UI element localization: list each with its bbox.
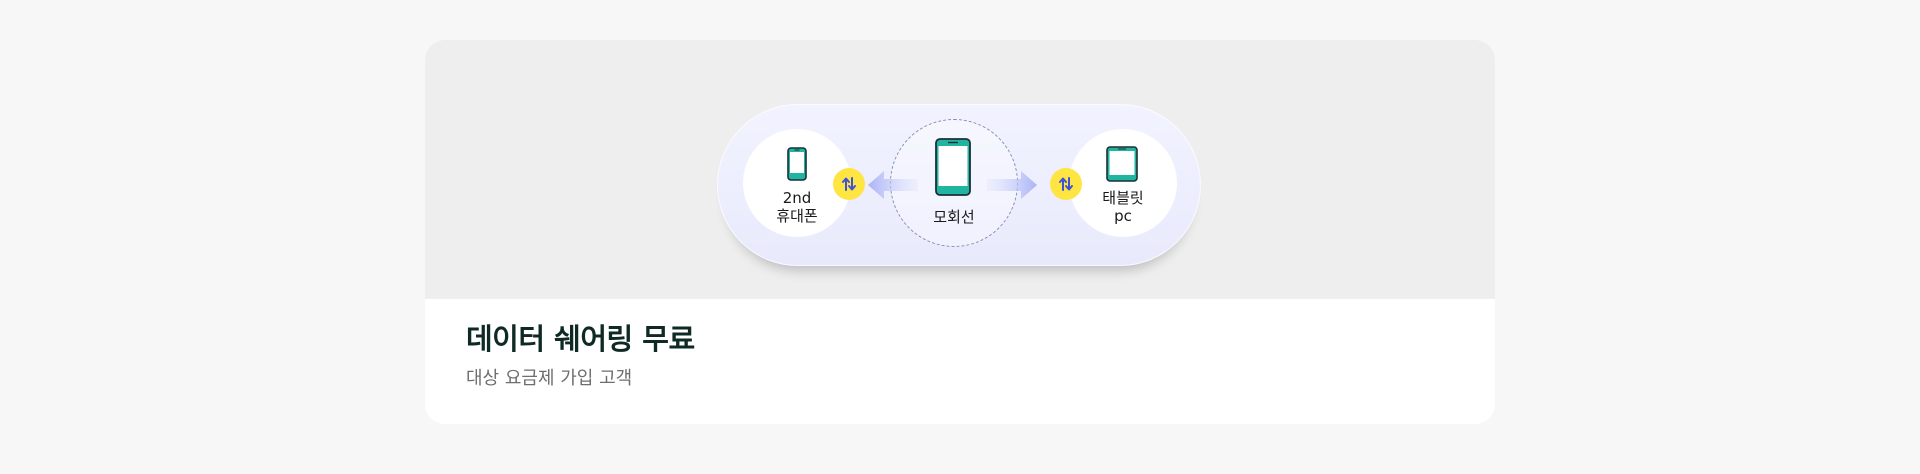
tablet-pc-label: 태블릿 pc [1069,189,1177,225]
tablet-pc-label-line1: 태블릿 [1102,189,1144,207]
arrow-left-icon [868,171,918,199]
smartphone-icon [935,138,971,196]
second-phone-label-line1: 2nd [782,189,812,207]
sync-badge-left [833,168,865,200]
up-down-arrows-icon [1059,177,1073,191]
data-sharing-illustration: 2nd 휴대폰 모회선 태블릿 pc [425,40,1495,299]
tablet-icon [1106,146,1138,182]
up-down-arrows-icon [842,177,856,191]
feature-card: 2nd 휴대폰 모회선 태블릿 pc [425,40,1495,424]
feature-subtitle: 대상 요금제 가입 고객 [466,368,633,389]
second-phone-label-line2: 휴대폰 [776,207,818,225]
smartphone-icon [787,147,807,181]
second-phone-label: 2nd 휴대폰 [743,189,851,225]
arrow-right-icon [987,171,1037,199]
tablet-pc-label-line2: pc [1114,207,1132,225]
sync-badge-right [1050,168,1082,200]
feature-title: 데이터 쉐어링 무료 [466,322,695,356]
main-line-label: 모회선 [933,208,975,226]
